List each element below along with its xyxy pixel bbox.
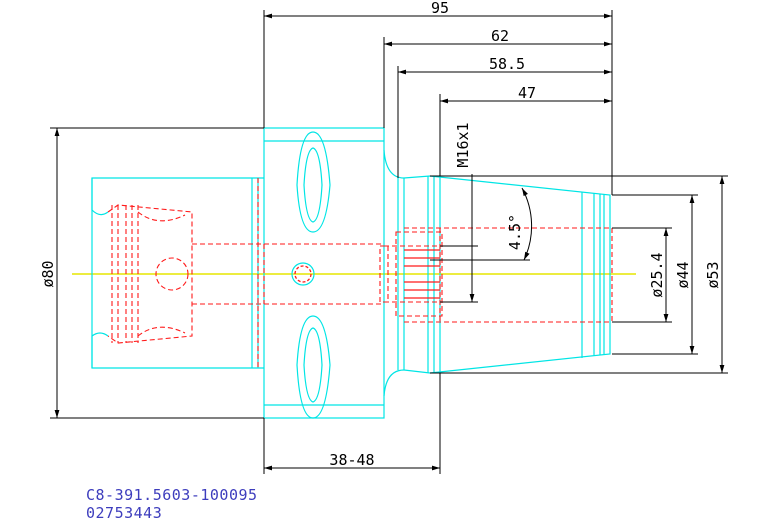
hidden-lines (107, 178, 613, 368)
dim-flange-diameter: ø80 (39, 260, 57, 287)
dim-cone-length: 58.5 (489, 55, 525, 73)
dim-clamp-range: 38-48 (329, 451, 374, 469)
dim-large-diameter: ø53 (704, 261, 722, 288)
order-number: 02753443 (86, 504, 163, 522)
dim-angle: 4.5° (506, 214, 524, 250)
tool-outline (91, 127, 611, 419)
dim-flange-to-end: 62 (491, 27, 509, 45)
part-number: C8-391.5603-100095 (86, 486, 258, 504)
dimension-lines (50, 10, 728, 474)
dim-bore-diameter: ø25.4 (648, 252, 666, 297)
dim-small-diameter: ø44 (674, 261, 692, 288)
dim-gauge-length: 47 (518, 84, 536, 102)
thread-marks (294, 249, 440, 299)
dim-thread: M16x1 (454, 122, 472, 167)
dim-overall-length: 95 (431, 0, 449, 17)
